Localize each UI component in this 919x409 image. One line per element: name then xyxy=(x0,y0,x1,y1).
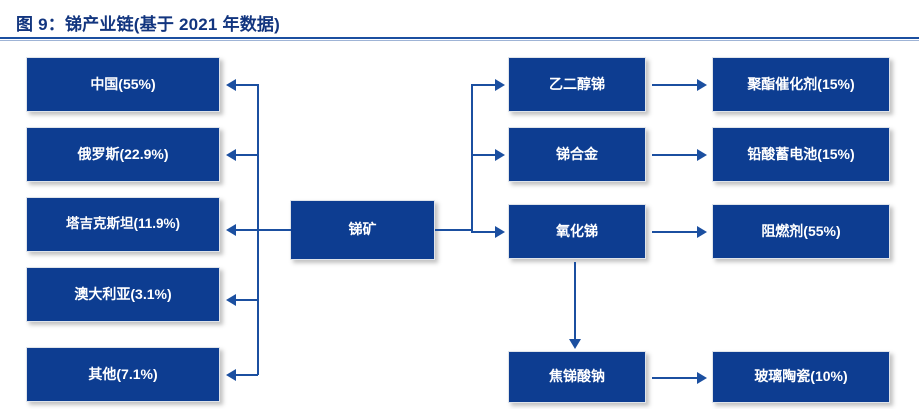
edge-to-others-line xyxy=(236,374,258,376)
node-others[interactable]: 其他(7.1%) xyxy=(26,347,220,402)
edge-eg-to-polyester-arrow xyxy=(697,79,707,91)
edge-ore-to-right-trunk xyxy=(435,229,472,231)
edge-oxide-to-pyro-arrow xyxy=(569,339,581,349)
node-russia[interactable]: 俄罗斯(22.9%) xyxy=(26,127,220,182)
node-tajikistan[interactable]: 塔吉克斯坦(11.9%) xyxy=(26,197,220,252)
edge-to-russia-line xyxy=(236,154,258,156)
edge-eg-to-polyester-line xyxy=(652,84,698,86)
node-lead-acid-battery[interactable]: 铅酸蓄电池(15%) xyxy=(712,127,890,182)
edge-to-eg-antimony-line xyxy=(471,84,496,86)
node-polyester-catalyst[interactable]: 聚酯催化剂(15%) xyxy=(712,57,890,112)
node-australia[interactable]: 澳大利亚(3.1%) xyxy=(26,267,220,322)
edge-oxide-to-flame-line xyxy=(652,231,698,233)
node-antimony-alloy[interactable]: 锑合金 xyxy=(508,127,646,182)
edge-to-oxide-line xyxy=(471,231,496,233)
node-glass-ceramics[interactable]: 玻璃陶瓷(10%) xyxy=(712,351,890,403)
node-china[interactable]: 中国(55%) xyxy=(26,57,220,112)
title-divider xyxy=(0,37,919,39)
edge-alloy-to-battery-arrow xyxy=(697,149,707,161)
edge-to-australia-line xyxy=(236,299,258,301)
node-antimony-oxide[interactable]: 氧化锑 xyxy=(508,204,646,259)
edge-to-tajikistan-line xyxy=(236,229,258,231)
edge-to-alloy-arrow xyxy=(495,149,505,161)
edge-pyro-to-glass-arrow xyxy=(697,372,707,384)
edge-oxide-to-flame-arrow xyxy=(697,226,707,238)
edge-to-alloy-line xyxy=(471,154,496,156)
edge-to-others-arrow xyxy=(226,369,236,381)
edge-to-tajikistan-arrow xyxy=(226,224,236,236)
edge-pyro-to-glass-line xyxy=(652,377,698,379)
node-ethylene-glycol-antimony[interactable]: 乙二醇锑 xyxy=(508,57,646,112)
edge-to-china-arrow xyxy=(226,79,236,91)
edge-oxide-to-pyro-line xyxy=(574,262,576,340)
edge-to-australia-arrow xyxy=(226,294,236,306)
title-divider-secondary xyxy=(0,40,919,41)
node-sodium-pyroantimonate[interactable]: 焦锑酸钠 xyxy=(508,351,646,403)
edge-to-china-line xyxy=(236,84,258,86)
edge-to-eg-antimony-arrow xyxy=(495,79,505,91)
edge-alloy-to-battery-line xyxy=(652,154,698,156)
edge-ore-to-left-trunk xyxy=(257,229,291,231)
edge-to-russia-arrow xyxy=(226,149,236,161)
node-flame-retardant[interactable]: 阻燃剂(55%) xyxy=(712,204,890,259)
figure-title: 图 9：锑产业链(基于 2021 年数据) xyxy=(16,15,280,34)
edge-to-oxide-arrow xyxy=(495,226,505,238)
edge-trunk-right xyxy=(471,84,473,232)
node-antimony-ore[interactable]: 锑矿 xyxy=(290,200,435,260)
